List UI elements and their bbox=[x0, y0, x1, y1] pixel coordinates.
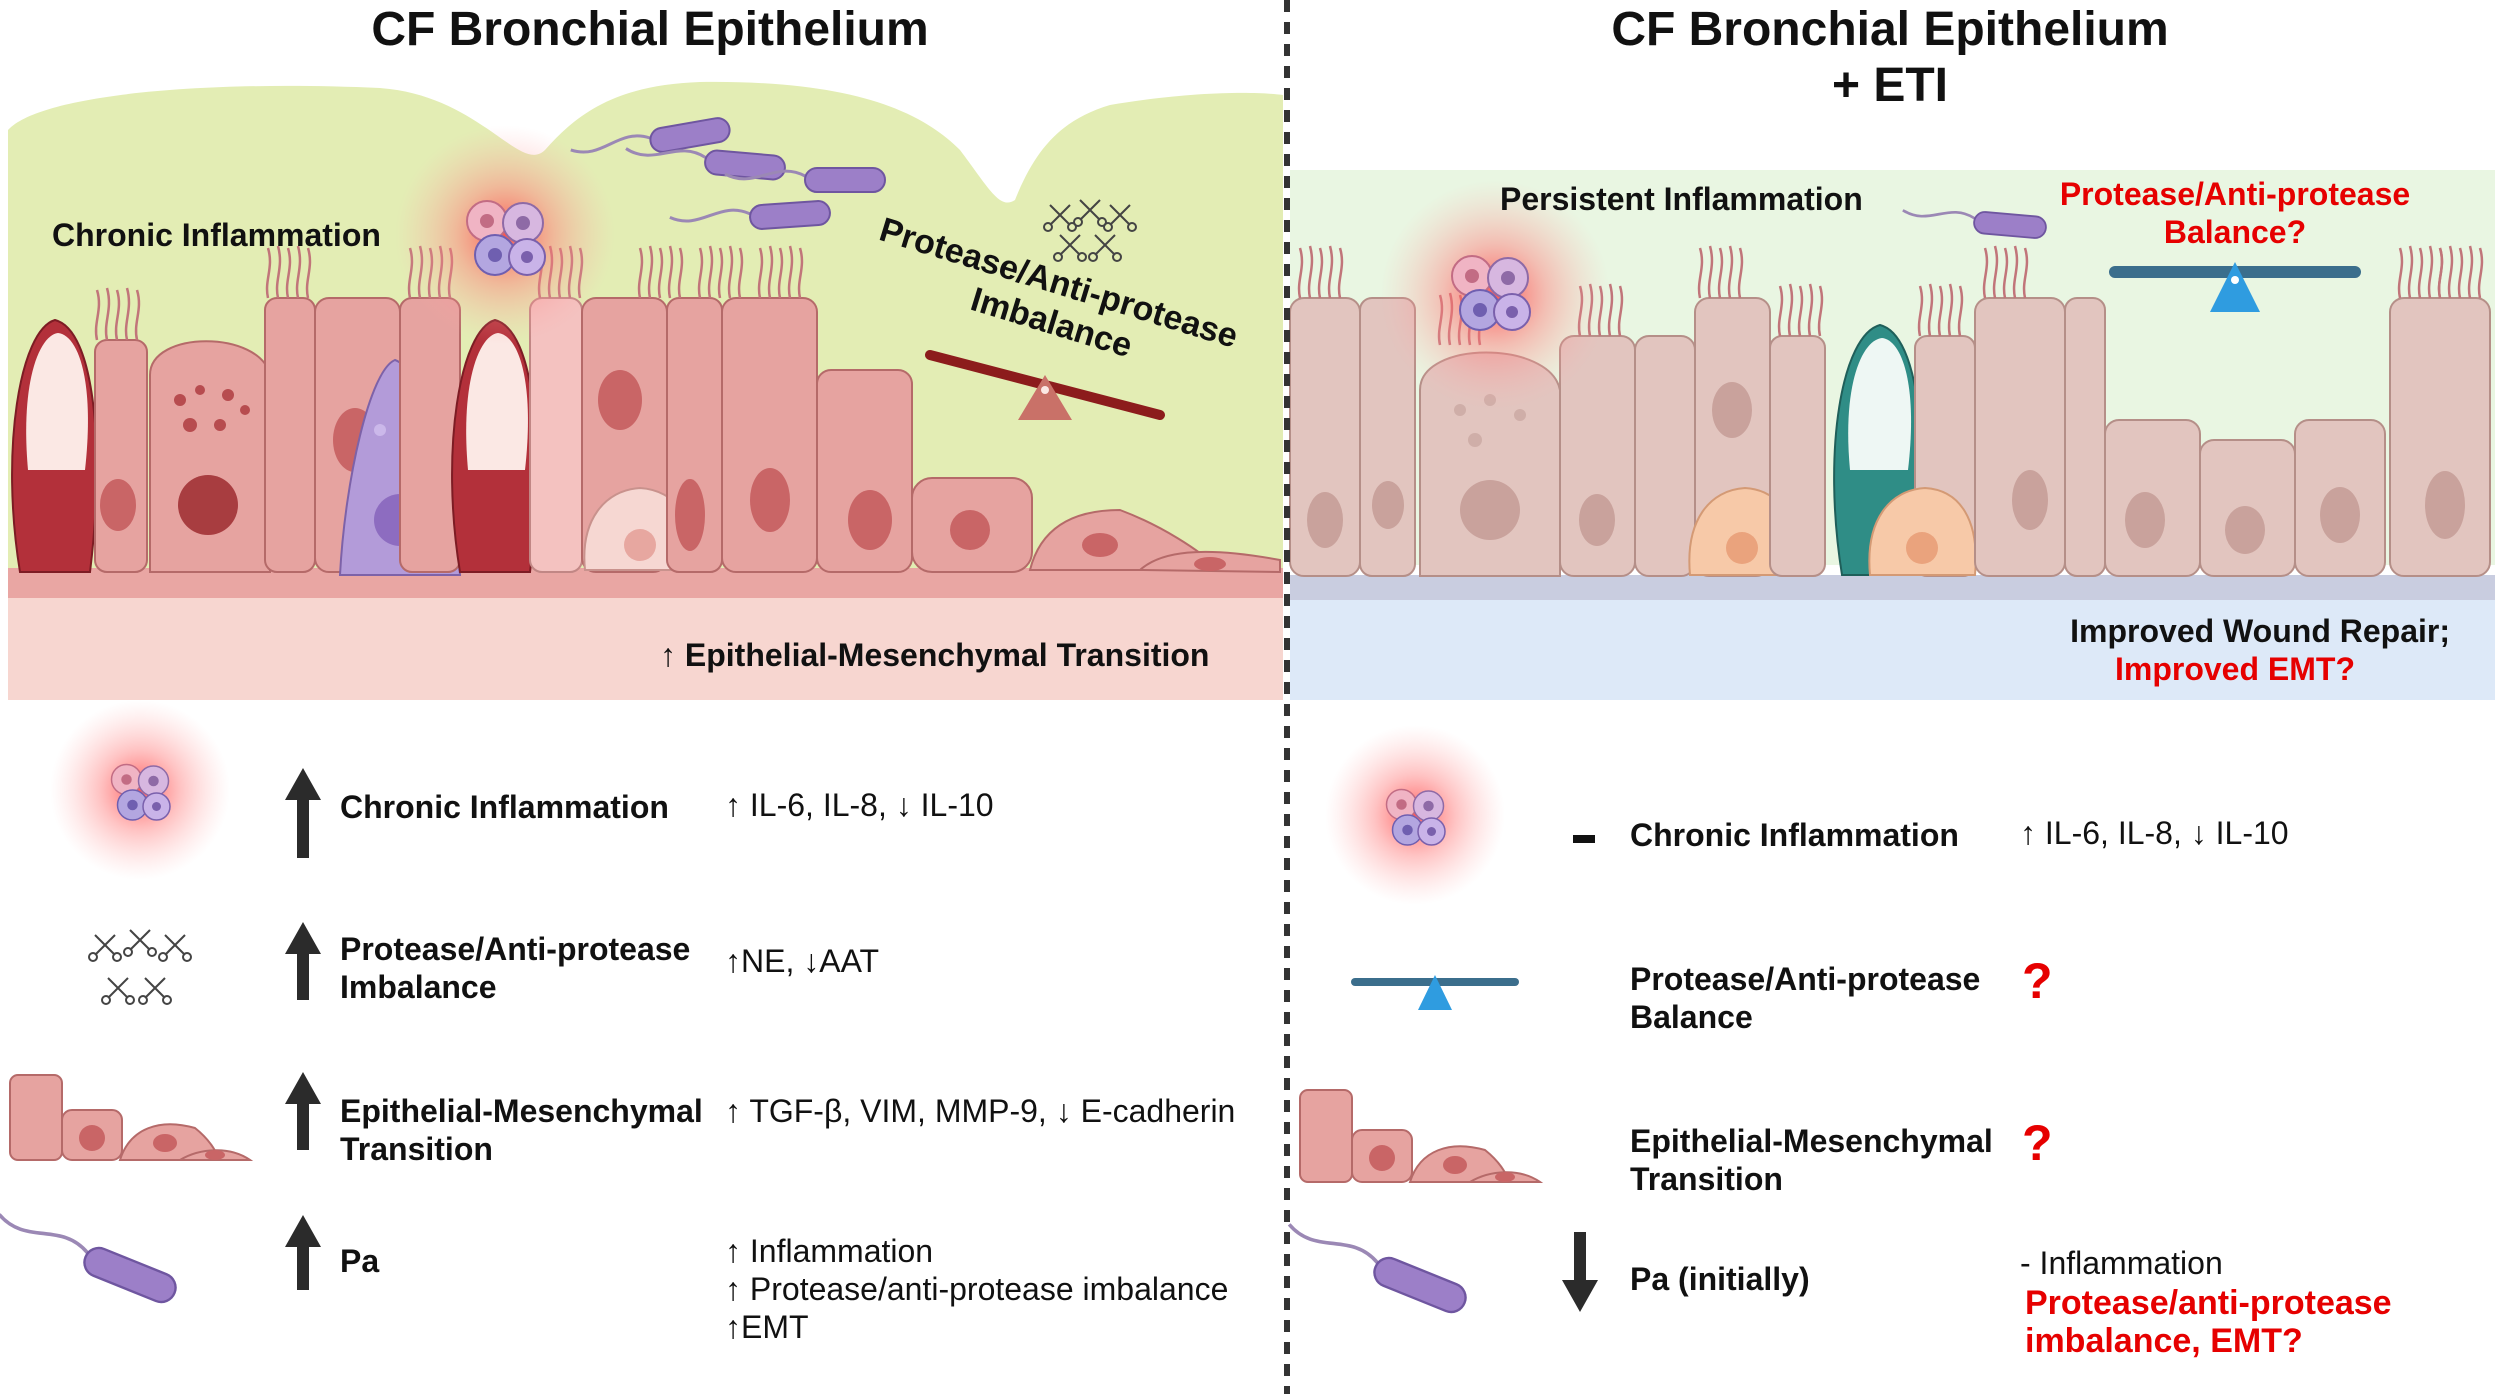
balance-question-label: Protease/Anti-protease Balance? bbox=[2020, 175, 2450, 251]
basement-membrane-right bbox=[1290, 575, 2495, 600]
legend-right-desc-4-red: Protease/anti-protease imbalance, EMT? bbox=[2025, 1284, 2392, 1360]
legend-immune-icon-left bbox=[110, 763, 171, 821]
legend-emt-icon-left bbox=[9, 1074, 254, 1161]
improved-repair-label: Improved Wound Repair; Improved EMT? bbox=[1980, 612, 2450, 688]
legend-right-desc-4-red-a: Protease/anti-protease bbox=[2025, 1284, 2392, 1322]
legend-right-label-3b: Transition bbox=[1630, 1161, 1783, 1197]
seesaw-balance-right bbox=[2109, 262, 2361, 312]
legend-inflammation-glow-right bbox=[1325, 725, 1505, 905]
up-arrow-2 bbox=[285, 922, 321, 1000]
repair-line2: Improved EMT? bbox=[2114, 651, 2355, 687]
up-arrow-4 bbox=[285, 1215, 321, 1290]
legend-right-label-4: Pa (initially) bbox=[1630, 1261, 1810, 1297]
legend-left-desc-4b: ↑ Protease/anti-protease imbalance bbox=[725, 1271, 1229, 1307]
legend-right-desc-1: ↑ IL-6, IL-8, ↓ IL-10 bbox=[2020, 815, 2289, 851]
legend-right-desc-4-red-b: imbalance, EMT? bbox=[2025, 1322, 2303, 1360]
legend-left-desc-3: ↑ TGF-β, VIM, MMP-9, ↓ E-cadherin bbox=[725, 1093, 1236, 1129]
repair-line1: Improved Wound Repair; bbox=[2070, 613, 2450, 649]
immune-cells-left bbox=[466, 200, 546, 276]
balance-line1: Protease/Anti-protease bbox=[2059, 176, 2411, 212]
persistent-inflammation-label: Persistent Inflammation bbox=[1500, 181, 1863, 217]
legend-left-label-1: Chronic Inflammation bbox=[340, 789, 669, 825]
up-arrow-3 bbox=[285, 1072, 321, 1150]
epithelial-cells-right bbox=[1289, 297, 2491, 577]
legend-bacterium-icon-left bbox=[0, 1205, 182, 1309]
legend-left-label-3b: Transition bbox=[340, 1131, 493, 1167]
down-arrow bbox=[1562, 1232, 1598, 1312]
legend-right-desc-4: - Inflammation bbox=[2020, 1245, 2223, 1281]
legend-left-desc-4c: ↑EMT bbox=[725, 1309, 809, 1345]
legend-left-label-3: Epithelial-Mesenchymal Transition bbox=[340, 1092, 703, 1168]
question-mark-balance: ? bbox=[2022, 953, 2053, 1009]
legend-emt-icon-right bbox=[1299, 1089, 1544, 1183]
question-mark-emt: ? bbox=[2022, 1115, 2053, 1171]
legend-left-desc-4a: ↑ Inflammation bbox=[725, 1233, 934, 1269]
legend-left-label-3a: Epithelial-Mesenchymal bbox=[340, 1093, 703, 1129]
right-title-line1: CF Bronchial Epithelium bbox=[1611, 3, 2169, 56]
legend-right-label-2b: Balance bbox=[1630, 999, 1753, 1035]
up-arrow-1 bbox=[285, 768, 321, 858]
emt-band-left bbox=[8, 598, 1283, 700]
right-title-line2: + ETI bbox=[1831, 59, 1949, 112]
legend-right-label-3: Epithelial-Mesenchymal Transition bbox=[1630, 1122, 1993, 1198]
legend-left-desc-1: ↑ IL-6, IL-8, ↓ IL-10 bbox=[725, 787, 994, 823]
epithelial-cells-left bbox=[11, 297, 1281, 576]
emt-banner-label: ↑ Epithelial-Mesenchymal Transition bbox=[660, 637, 1210, 673]
repair-band-right bbox=[1290, 600, 2495, 700]
inflammation-glow-right bbox=[1380, 180, 1610, 410]
legend-left-label-2: Protease/Anti-protease Imbalance bbox=[340, 930, 690, 1006]
legend-immune-icon-right bbox=[1385, 788, 1446, 846]
legend-bacterium-icon-right bbox=[1279, 1215, 1472, 1319]
legend-right-label-1: Chronic Inflammation bbox=[1630, 817, 1959, 853]
left-panel-title: CF Bronchial Epithelium bbox=[371, 3, 929, 56]
legend-left-label-2a: Protease/Anti-protease bbox=[340, 931, 691, 967]
inflammation-glow-left bbox=[395, 125, 615, 345]
legend-balance-icon-right bbox=[1351, 975, 1519, 1010]
legend-left-label-4: Pa bbox=[340, 1243, 380, 1279]
balance-line2: Balance? bbox=[2163, 214, 2307, 250]
legend-left-desc-2: ↑NE, ↓AAT bbox=[725, 943, 880, 979]
legend-left-label-2b: Imbalance bbox=[340, 969, 497, 1005]
seesaw-imbalance-left bbox=[925, 350, 1165, 420]
legend-right-label-3a: Epithelial-Mesenchymal bbox=[1630, 1123, 1993, 1159]
legend-protease-icon-left bbox=[88, 929, 192, 1005]
chronic-inflammation-label: Chronic Inflammation bbox=[52, 217, 381, 253]
legend-right-label-2a: Protease/Anti-protease bbox=[1630, 961, 1981, 997]
right-panel-title: CF Bronchial Epithelium + ETI bbox=[1590, 2, 2190, 114]
legend-right-label-2: Protease/Anti-protease Balance bbox=[1630, 960, 1980, 1036]
immune-cells-right bbox=[1451, 255, 1531, 331]
legend-inflammation-glow-left bbox=[50, 700, 230, 880]
legend-left-desc-4: ↑ Inflammation ↑ Protease/anti-protease … bbox=[725, 1232, 1228, 1346]
dash-marker bbox=[1573, 835, 1595, 843]
